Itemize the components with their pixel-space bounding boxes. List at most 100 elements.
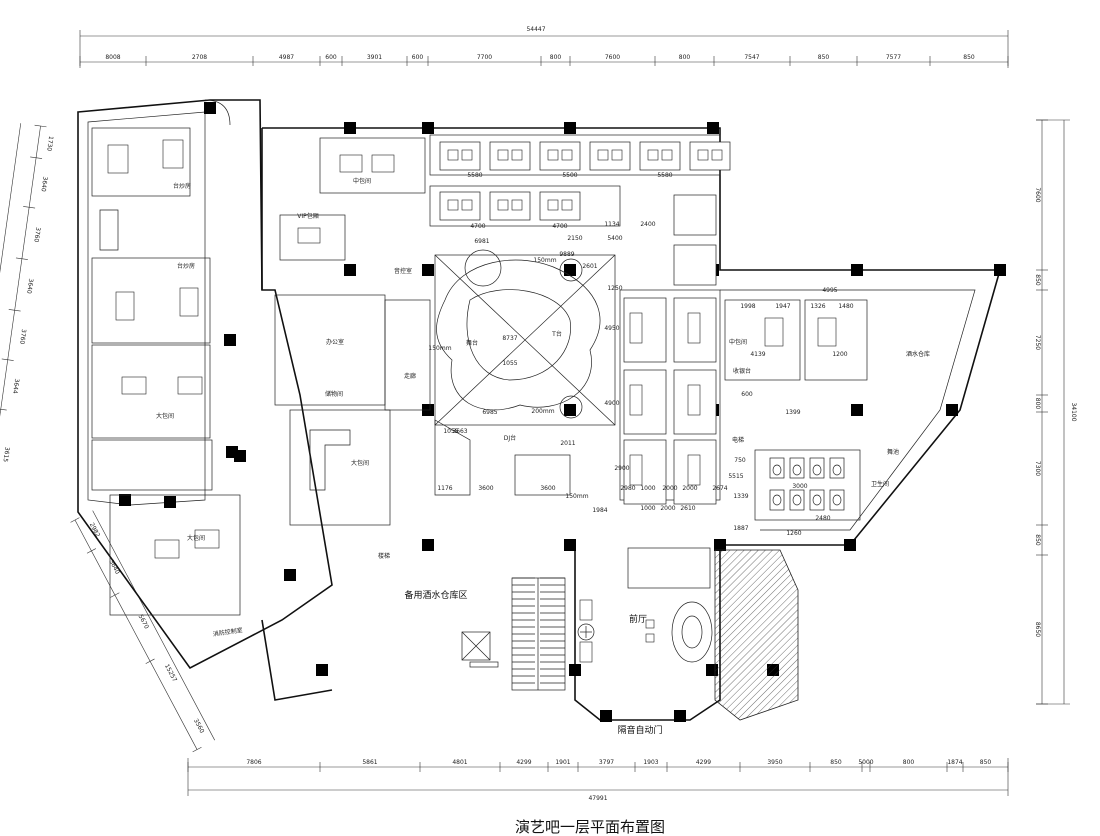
room-label-dance: 舞池: [887, 448, 899, 456]
staircase: [511, 577, 566, 691]
lobby-entrance: [577, 547, 713, 663]
structural-column: [714, 539, 726, 551]
central-stage: [434, 249, 616, 496]
inner-dimension-label: 150mm: [565, 493, 588, 500]
structural-column: [224, 334, 236, 346]
booth-seat: [489, 141, 531, 171]
inner-dimension-label: 1984: [592, 507, 607, 514]
inner-dimension-label: 1055: [443, 428, 458, 435]
booth-seat: [673, 194, 717, 236]
right-dimension-label: 8650: [1034, 622, 1041, 637]
top-dimension-label: 600: [412, 54, 424, 61]
structural-column: [422, 264, 434, 276]
toilet-icon: [812, 494, 822, 506]
room-label-vip: VIP包厢: [297, 212, 319, 220]
inner-dimension-label: 2900: [614, 465, 629, 472]
room-label-office: 办公室: [326, 338, 344, 346]
room-label-reserve-storage: 备用酒水仓库区: [404, 589, 467, 601]
inner-dimension-label: 150mm: [533, 257, 556, 264]
structural-column: [946, 404, 958, 416]
room-label-cashier: 收银台: [733, 367, 751, 375]
structural-column: [564, 122, 576, 134]
room-label-big-room-3: 大包间: [351, 459, 369, 467]
toilet-icon: [792, 494, 802, 506]
inner-dimension-label: 4139: [750, 351, 765, 358]
inner-dimension-label: 2000: [682, 485, 697, 492]
left-dimension-label: 3760: [18, 329, 27, 345]
top-dimension-label: 3901: [367, 54, 382, 61]
booth-seat: [539, 141, 581, 171]
toilet-icon: [812, 464, 822, 476]
inner-dimension-label: 5400: [607, 235, 622, 242]
right-dimension-label: 850: [1034, 534, 1041, 546]
inner-dimension-label: 1176: [437, 485, 452, 492]
room-label-restroom: 卫生间: [871, 480, 889, 488]
structural-column: [344, 122, 356, 134]
structural-column: [284, 569, 296, 581]
inner-dimension-label: 2480: [815, 515, 830, 522]
right-dimension-label: 850: [1034, 274, 1041, 286]
structural-column: [344, 264, 356, 276]
top-dimension-label: 2708: [192, 54, 207, 61]
left-lower-dimension-label: 5670: [137, 613, 150, 630]
structural-column: [851, 404, 863, 416]
inner-dimension-label: 4995: [822, 287, 837, 294]
inner-dimension-label: 1947: [775, 303, 790, 310]
top-dimension-label: 7577: [886, 54, 901, 61]
inner-dimension-label: 5580: [657, 172, 672, 179]
inner-dimension-label: 2000: [660, 505, 675, 512]
bottom-dimension-label: 800: [903, 759, 915, 766]
bottom-dimension-label: 3797: [599, 759, 614, 766]
right-dimension-label: 7600: [1034, 187, 1041, 202]
bottom-dimension-label: 4299: [516, 759, 531, 766]
bottom-dimension-label: 4801: [452, 759, 467, 766]
top-total-dimension: 54447: [526, 26, 545, 33]
room-label-storage: 储物间: [325, 390, 343, 398]
bottom-dimension-label: 5000: [858, 759, 873, 766]
top-dimension-label: 850: [818, 54, 830, 61]
left-upper-dimension-chain: 173036403760364037603644361522853: [0, 123, 54, 497]
room-label-lobby: 前厅: [629, 613, 647, 625]
room-label-corridor: 走廊: [404, 372, 416, 380]
toilet-icon: [772, 464, 782, 476]
middle-rooms: [274, 137, 431, 526]
bottom-dimension-label: 1874: [947, 759, 962, 766]
left-dimension-label: 3615: [1, 446, 10, 462]
top-booth-area: [429, 134, 731, 227]
left-dimension-label: 3640: [39, 176, 48, 192]
top-dimension-label: 7700: [477, 54, 492, 61]
booth-seat: [673, 244, 717, 286]
room-label-dj: DJ台: [504, 434, 516, 442]
booth-seat: [539, 191, 581, 221]
right-total-dimension: 34100: [1070, 402, 1077, 421]
inner-dimension-label: 1260: [786, 530, 801, 537]
room-label-kitchen-2: 台炒房: [177, 262, 195, 270]
bottom-dimension-label: 7806: [246, 759, 261, 766]
bottom-dimension-label: 850: [830, 759, 842, 766]
inner-dimension-label: 200mm: [531, 408, 554, 415]
booth-seat: [639, 141, 681, 171]
left-dimension-label: 3760: [32, 227, 41, 243]
left-wing-rooms: [91, 99, 241, 616]
inner-dimension-label: 4700: [552, 223, 567, 230]
structural-column: [674, 710, 686, 722]
left-dimension-label: 1730: [45, 135, 54, 151]
inner-dimension-label: 6981: [474, 238, 489, 245]
left-lower-dimension-label: 3560: [192, 718, 205, 735]
hatched-ramp: [714, 549, 799, 721]
left-lower-dimension-label: 15257: [163, 663, 178, 683]
room-label-stage-2: T台: [551, 330, 562, 338]
booth-seat: [589, 141, 631, 171]
inner-dimension-label: 3600: [478, 485, 493, 492]
left-dimension-label: 3640: [25, 278, 34, 294]
structural-column: [316, 664, 328, 676]
inner-dimension-label: 3663: [452, 428, 467, 435]
room-labels: 台炒房 台炒房 大包间 大包间 大包间 中包间 中包间 办公室 储物间 消防控制…: [156, 177, 930, 736]
structural-column: [564, 404, 576, 416]
bottom-dimension-label: 5861: [362, 759, 377, 766]
inner-dimension-label: 6985: [482, 409, 497, 416]
drawing-title: 演艺吧一层平面布置图: [515, 818, 665, 836]
